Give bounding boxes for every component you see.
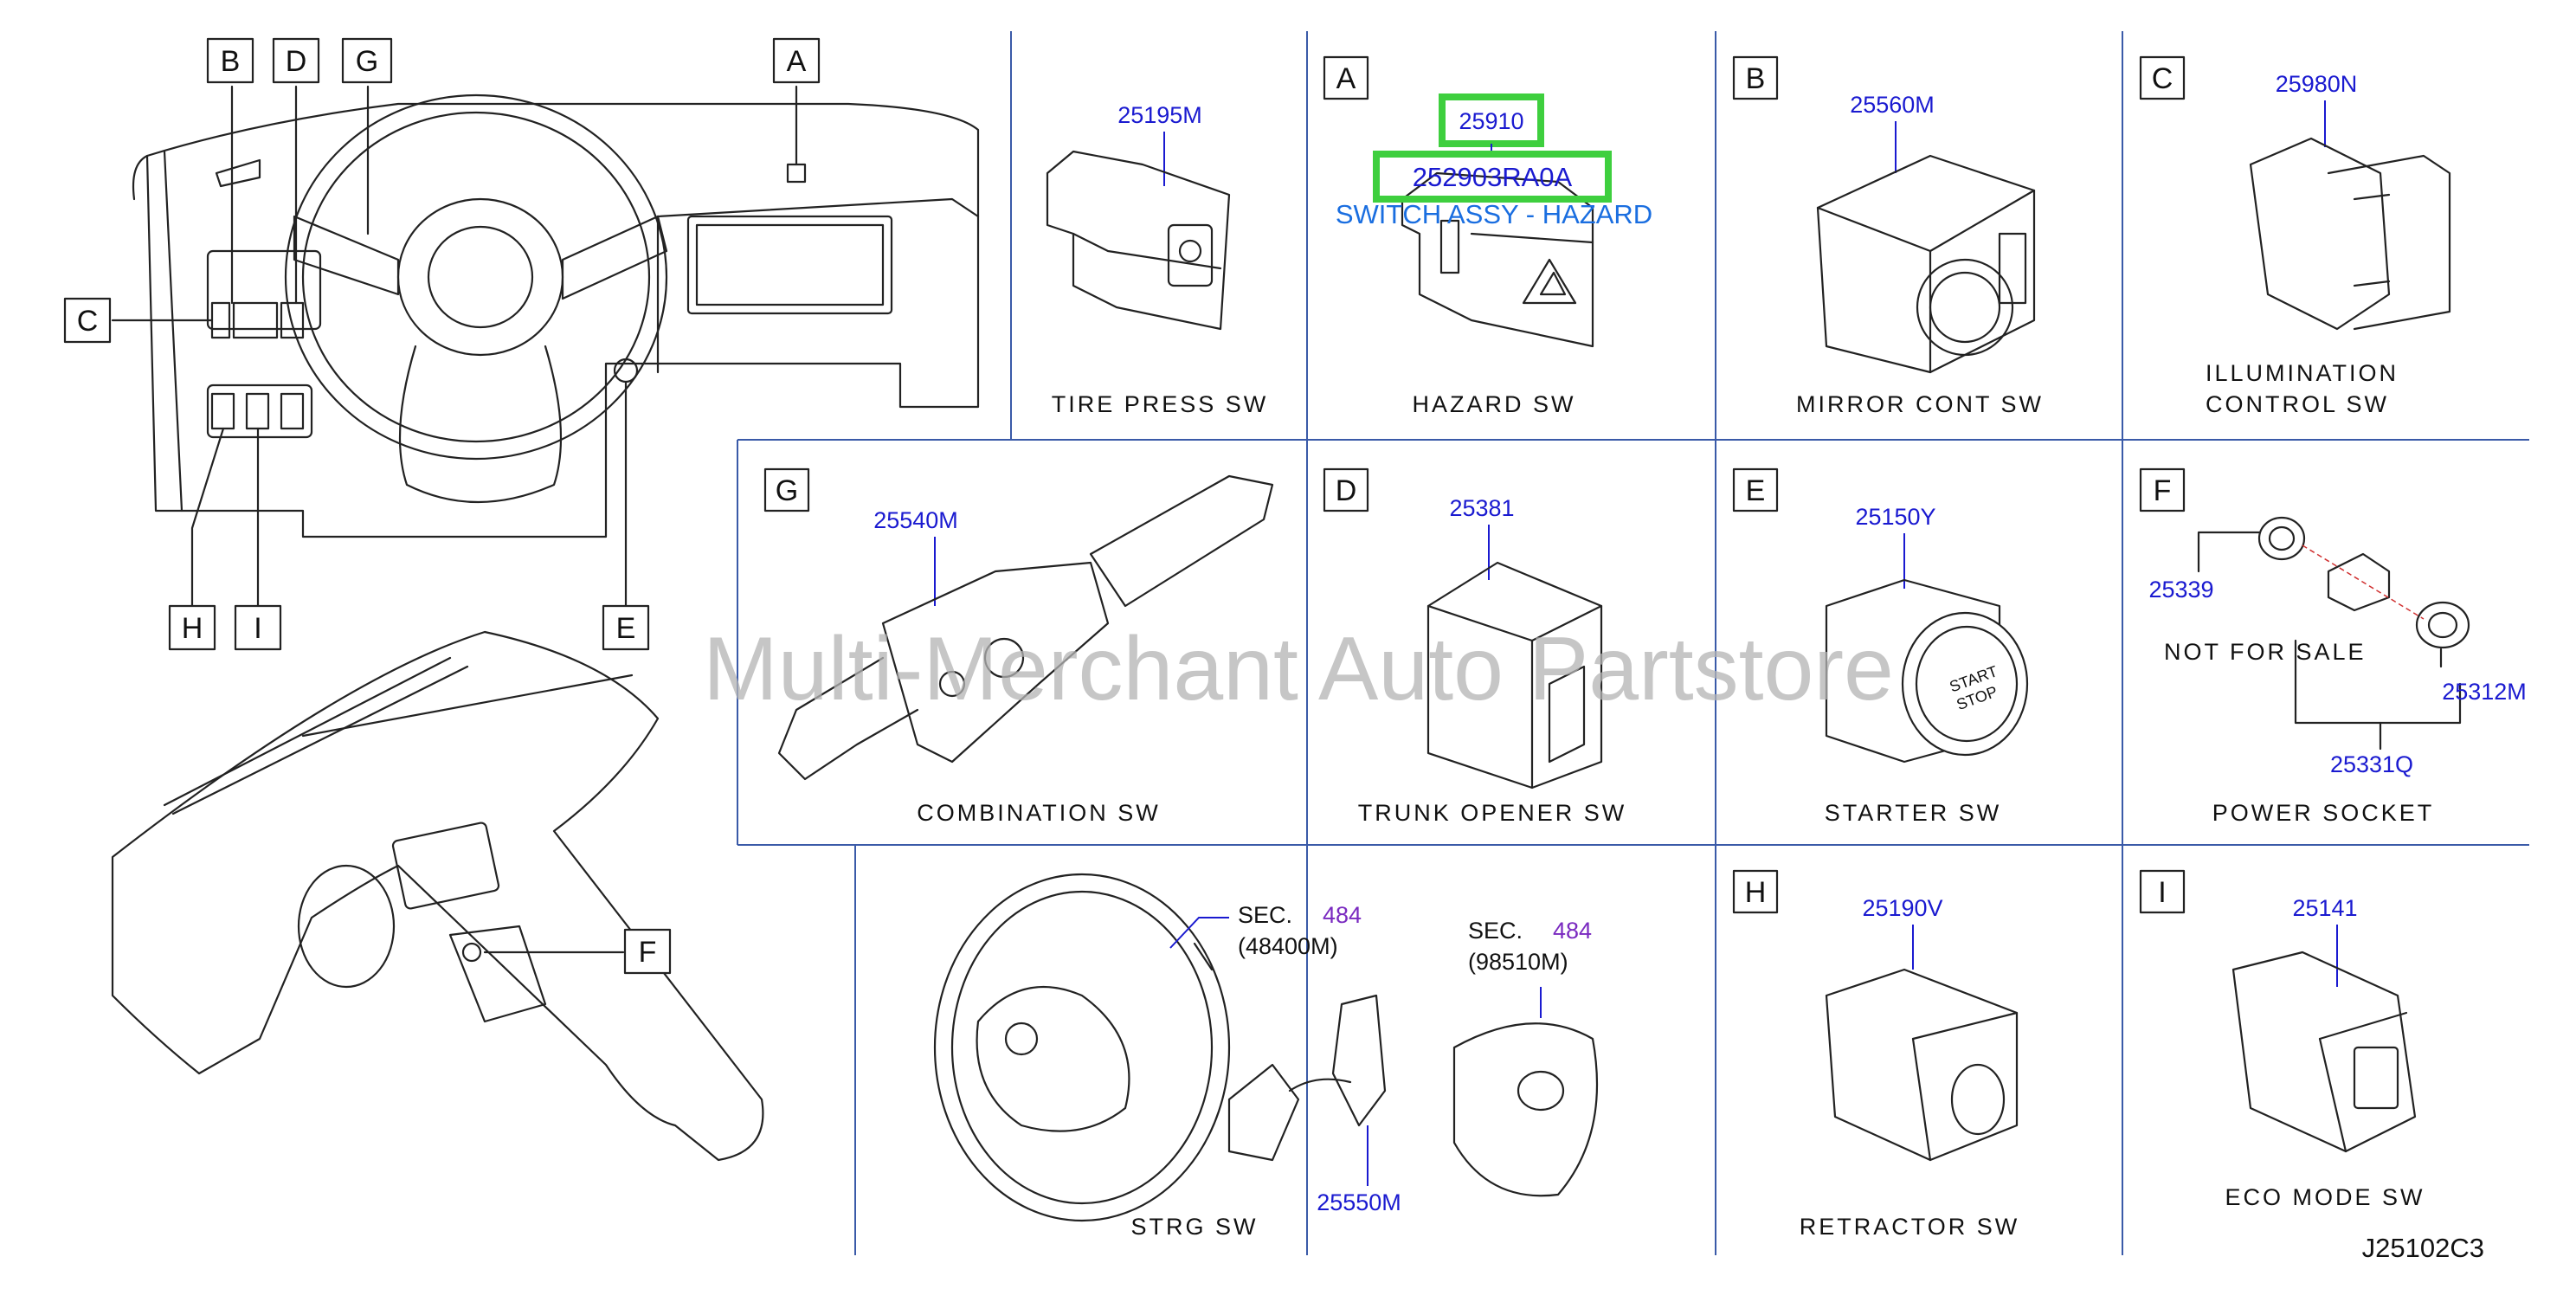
location-box-B: B bbox=[206, 37, 254, 84]
part-number-25195M: 25195M bbox=[1117, 102, 1202, 128]
svg-text:F: F bbox=[639, 936, 657, 969]
label-control-sw: CONTROL SW bbox=[2206, 391, 2389, 417]
part-number-25141: 25141 bbox=[2292, 895, 2357, 921]
svg-text:25910: 25910 bbox=[1459, 108, 1523, 134]
label-not-for-sale: NOT FOR SALE bbox=[2164, 639, 2367, 665]
console-overview: F bbox=[111, 630, 764, 1162]
svg-text:B: B bbox=[221, 45, 241, 78]
sec-sub-2: (98510M) bbox=[1468, 949, 1568, 975]
label-eco-mode-sw: ECO MODE SW bbox=[2225, 1184, 2425, 1210]
panel-power-socket: F 25339 NOT FOR SALE 25312M 25331Q POWER… bbox=[2139, 467, 2527, 826]
hazard-part-25910: 25910 bbox=[1439, 93, 1544, 147]
panel-combination-sw: G 25540M COMBINATION SW bbox=[763, 467, 1274, 826]
panel-letter-E: E bbox=[1746, 474, 1766, 507]
panel-grid bbox=[737, 31, 2529, 1255]
part-number-25381: 25381 bbox=[1449, 495, 1514, 521]
highlight-part-252903RA0A: 252903RA0A bbox=[1373, 151, 1612, 203]
panel-retractor-sw: H 25190V RETRACTOR SW bbox=[1732, 869, 2020, 1240]
part-number-25560M: 25560M bbox=[1850, 92, 1935, 118]
part-number-25190V: 25190V bbox=[1862, 895, 1942, 921]
diagram-code: J25102C3 bbox=[2362, 1233, 2484, 1263]
location-box-D: D bbox=[272, 37, 320, 84]
part-number-25980N: 25980N bbox=[2276, 71, 2358, 97]
panel-illumination-control-sw: C 25980N ILLUMINATION CONTROL SW bbox=[2139, 55, 2451, 417]
label-starter-sw: STARTER SW bbox=[1825, 800, 2002, 826]
svg-text:252903RA0A: 252903RA0A bbox=[1413, 162, 1573, 192]
panel-letter-I: I bbox=[2158, 876, 2166, 909]
sec-num-2: 484 bbox=[1553, 918, 1592, 944]
panel-starter-sw: E 25150Y START STOP STARTER SW bbox=[1732, 467, 2029, 826]
label-illumination: ILLUMINATION bbox=[2206, 360, 2399, 386]
highlight-part-name: SWITCH ASSY - HAZARD bbox=[1336, 199, 1652, 229]
part-number-25339: 25339 bbox=[2148, 577, 2213, 603]
location-box-E: E bbox=[602, 604, 650, 651]
panel-letter-H: H bbox=[1745, 876, 1767, 909]
sec-sub-1: (48400M) bbox=[1238, 933, 1338, 959]
svg-text:E: E bbox=[616, 612, 636, 645]
panel-letter-D: D bbox=[1336, 474, 1357, 507]
label-mirror-cont-sw: MIRROR CONT SW bbox=[1796, 391, 2044, 417]
part-number-25540M: 25540M bbox=[873, 507, 958, 533]
svg-text:I: I bbox=[254, 612, 261, 645]
panel-strg-sw: SEC. 484 (48400M) SEC. 484 (98510M) 2555… bbox=[933, 873, 1599, 1240]
sec-label-2: SEC. bbox=[1468, 918, 1523, 944]
label-combination-sw: COMBINATION SW bbox=[917, 800, 1161, 826]
label-strg-sw: STRG SW bbox=[1131, 1214, 1259, 1240]
location-box-C: C bbox=[63, 297, 112, 344]
sec-num-1: 484 bbox=[1323, 902, 1362, 928]
svg-text:G: G bbox=[356, 45, 378, 78]
panel-letter-B: B bbox=[1746, 62, 1766, 95]
label-retractor-sw: RETRACTOR SW bbox=[1800, 1214, 2020, 1240]
label-trunk-opener-sw: TRUNK OPENER SW bbox=[1358, 800, 1627, 826]
panel-letter-F: F bbox=[2154, 474, 2172, 507]
location-box-F: F bbox=[623, 928, 672, 975]
svg-text:A: A bbox=[787, 45, 807, 78]
panel-letter-G: G bbox=[776, 474, 798, 507]
part-number-25150Y: 25150Y bbox=[1855, 504, 1935, 530]
panel-eco-mode-sw: I 25141 ECO MODE SW bbox=[2139, 869, 2425, 1210]
svg-text:C: C bbox=[77, 305, 99, 338]
label-tire-press-sw: TIRE PRESS SW bbox=[1052, 391, 1269, 417]
panel-mirror-cont-sw: B 25560M MIRROR CONT SW bbox=[1732, 55, 2044, 417]
svg-text:H: H bbox=[182, 612, 203, 645]
panel-hazard-sw: A 25910 252903RA0A SWITCH ASSY - HAZARD … bbox=[1323, 55, 1652, 417]
panel-letter-C: C bbox=[2152, 62, 2174, 95]
panel-tire-press-sw: 25195M TIRE PRESS SW bbox=[1046, 102, 1269, 417]
location-box-G: G bbox=[341, 37, 393, 84]
panel-letter-A: A bbox=[1336, 62, 1356, 95]
label-power-socket: POWER SOCKET bbox=[2212, 800, 2435, 826]
location-box-H: H bbox=[168, 604, 216, 651]
location-box-I: I bbox=[234, 604, 282, 651]
label-hazard-sw: HAZARD SW bbox=[1413, 391, 1576, 417]
part-number-25312M: 25312M bbox=[2442, 679, 2527, 705]
dashboard-overview: B D G A C H I E bbox=[63, 37, 980, 651]
location-box-A: A bbox=[772, 37, 821, 84]
svg-text:D: D bbox=[286, 45, 307, 78]
part-number-25550M: 25550M bbox=[1317, 1189, 1401, 1215]
panel-trunk-opener-sw: D 25381 TRUNK OPENER SW bbox=[1323, 467, 1627, 826]
watermark: Multi-Merchant Auto Partstore bbox=[703, 619, 1894, 719]
part-number-25331Q: 25331Q bbox=[2330, 751, 2413, 777]
sec-label-1: SEC. bbox=[1238, 902, 1292, 928]
